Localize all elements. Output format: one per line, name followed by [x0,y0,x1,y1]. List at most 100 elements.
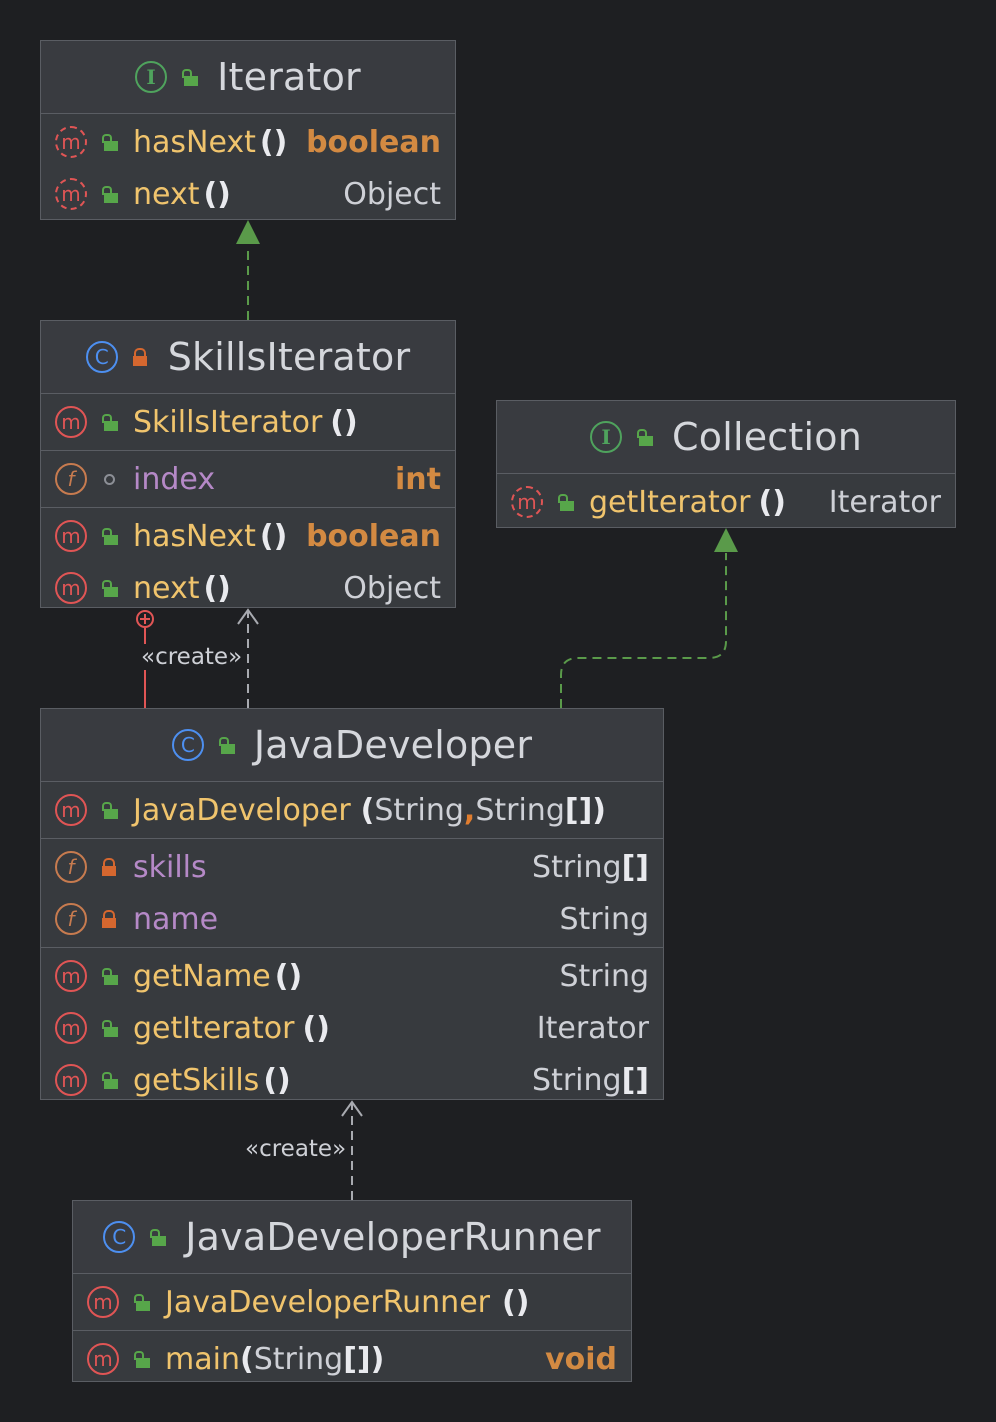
return-type: boolean [306,124,441,160]
parentheses: () [203,176,231,212]
parentheses: () [330,404,358,440]
method-icon: m [55,406,87,438]
public-visibility-icon [99,132,119,152]
abstract-method-icon: m [511,486,543,518]
return-type: boolean [306,518,441,554]
public-visibility-icon [634,427,654,447]
method-name: getIterator [589,484,751,520]
public-visibility-icon [99,412,119,432]
methods-section: m hasNext() boolean m next() Object [41,114,455,222]
class-name: Collection [672,415,862,459]
method-row[interactable]: m next() Object [41,168,455,220]
param-type: String [374,792,464,828]
public-visibility-icon [99,184,119,204]
method-icon: m [55,1064,87,1096]
abstract-method-icon: m [55,178,87,210]
class-icon: C [103,1221,136,1253]
method-row[interactable]: m hasNext() boolean [41,510,455,562]
create-label: «create» [140,644,244,670]
method-name: hasNext [133,518,256,554]
return-type: String[] [532,1062,649,1098]
method-name: next [133,176,200,212]
javadeveloper-class-box[interactable]: C JavaDeveloper m JavaDeveloper (String,… [40,708,664,1100]
method-name: next [133,570,200,606]
javadeveloperrunner-class-box[interactable]: C JavaDeveloperRunner m JavaDeveloperRun… [72,1200,632,1382]
public-visibility-icon [99,526,119,546]
field-row[interactable]: f name String [41,893,663,945]
private-visibility-icon [130,347,150,367]
constructor-name: SkillsIterator [133,404,323,440]
method-row[interactable]: m main(String[]) void [73,1333,631,1385]
comma: , [463,792,476,828]
method-row[interactable]: m getIterator() Iterator [497,476,955,528]
class-name: JavaDeveloperRunner [185,1215,601,1259]
method-icon: m [55,960,87,992]
field-icon: f [55,903,87,935]
field-name: name [133,901,219,937]
class-header: I Collection [497,401,955,474]
abstract-method-icon: m [55,126,87,158]
array-brackets-close-paren: []) [343,1341,385,1377]
field-icon: f [55,463,87,495]
class-header: I Iterator [41,41,455,114]
method-name: getIterator [133,1010,295,1046]
public-visibility-icon [555,492,575,512]
parentheses: () [259,124,288,160]
class-name: Iterator [217,55,361,99]
param-type: String [253,1341,344,1377]
public-visibility-icon [131,1292,151,1312]
return-type: Object [343,570,441,606]
class-header: C JavaDeveloperRunner [73,1201,631,1274]
method-row[interactable]: m next() Object [41,562,455,614]
field-row[interactable]: f index int [41,453,455,505]
open-paren: ( [360,792,375,828]
open-paren: ( [239,1341,254,1377]
method-row[interactable]: m hasNext() boolean [41,116,455,168]
public-visibility-icon [99,966,119,986]
return-type: void [545,1341,617,1377]
parentheses: () [259,518,288,554]
method-row[interactable]: m getIterator() Iterator [41,1002,663,1054]
methods-section: m hasNext() boolean m next() Object [41,508,455,616]
collection-interface-box[interactable]: I Collection m getIterator() Iterator [496,400,956,528]
field-name: skills [133,849,207,885]
field-row[interactable]: f skills String[] [41,841,663,893]
public-visibility-icon [99,1070,119,1090]
create-label: «create» [244,1136,348,1162]
fields-section: f skills String[] f name String [41,839,663,948]
methods-section: m getName() String m getIterator() Itera… [41,948,663,1108]
method-row[interactable]: m getSkills() String[] [41,1054,663,1106]
return-type: Iterator [536,1010,649,1046]
public-visibility-icon [147,1227,167,1247]
public-visibility-icon [179,67,199,87]
constructor-row[interactable]: m SkillsIterator() [41,396,455,448]
public-visibility-icon [99,578,119,598]
method-icon: m [87,1343,119,1375]
parentheses: () [203,570,231,606]
field-icon: f [55,851,87,883]
methods-section: m main(String[]) void [73,1331,631,1387]
public-visibility-icon [99,1018,119,1038]
constructor-name: JavaDeveloper [133,792,351,828]
constructors-section: m JavaDeveloperRunner() [73,1274,631,1331]
constructor-row[interactable]: m JavaDeveloperRunner() [73,1276,631,1328]
parentheses: () [302,1010,330,1046]
return-type: Iterator [828,484,941,520]
public-visibility-icon [216,735,236,755]
parentheses: () [274,958,303,994]
class-name: JavaDeveloper [253,723,533,767]
constructors-section: m SkillsIterator() [41,394,455,451]
iterator-interface-box[interactable]: I Iterator m hasNext() boolean m next() … [40,40,456,220]
package-visibility-icon [99,469,119,489]
method-icon: m [55,520,87,552]
skillsiterator-class-box[interactable]: C SkillsIterator m SkillsIterator() f in… [40,320,456,608]
class-header: C SkillsIterator [41,321,455,394]
method-icon: m [87,1286,119,1318]
method-row[interactable]: m getName() String [41,950,663,1002]
constructor-row[interactable]: m JavaDeveloper (String, String[]) [41,784,663,836]
array-brackets-close-paren: []) [564,792,606,828]
field-type: String [559,901,649,937]
method-name: hasNext [133,124,256,160]
class-icon: C [85,341,118,373]
method-name: getSkills [133,1062,260,1098]
